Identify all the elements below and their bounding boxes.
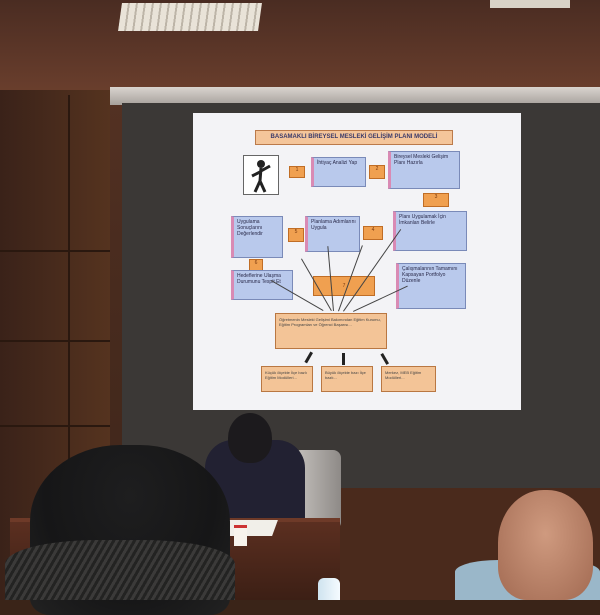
step-number-5: 5 [288, 228, 304, 242]
bottom-box-small-scale: Küçük ölçekte İlçe bazlı Eğitim Modüller… [261, 366, 313, 392]
step-portfolio: Çalışmalarının Tamamını Kapsayan Portfol… [396, 263, 466, 309]
step-number-4: 4 [363, 226, 383, 240]
presenter-figure-icon [243, 155, 279, 195]
ceiling [0, 0, 600, 95]
step-prepare-plan: Bireysel Mesleki Gelişim Planı Hazırla [388, 151, 460, 189]
step-number-2: 2 [369, 165, 385, 179]
down-arrow-icon [342, 353, 345, 365]
presenter-head [228, 413, 272, 463]
bottom-box-large-scale: Büyük ölçekte bazı İlçe bazlı... [321, 366, 373, 392]
slide-title: BASAMAKLI BİREYSEL MESLEKİ GELİŞİM PLANI… [255, 130, 453, 145]
ceiling-light-right [490, 0, 570, 8]
cup [234, 525, 247, 546]
water-bottle [318, 578, 340, 600]
step-apply-planning: Planlama Adımlarını Uygula [305, 216, 360, 252]
ceiling-light [118, 3, 262, 31]
wall-panel-line [0, 340, 110, 342]
audience-member-head [498, 490, 593, 600]
step-number-3: 3 [423, 193, 449, 207]
wall-panel-line [0, 250, 110, 252]
step-determine-resources: Planı Uygulamak İçin İmkanları Belirle [393, 211, 467, 251]
projected-slide: BASAMAKLI BİREYSEL MESLEKİ GELİŞİM PLANI… [193, 113, 521, 410]
wall-panel-line [68, 95, 70, 505]
step-number-1: 1 [289, 166, 305, 178]
down-arrow-icon [380, 353, 389, 365]
step-check-goals: Hedeflerine Ulaşma Durumunu Tespit Et [231, 270, 293, 300]
audience-member-coat [5, 540, 235, 600]
down-arrow-icon [304, 351, 313, 364]
step-evaluate-results: Uygulama Sonuçlarını Değerlendir [231, 216, 283, 258]
step-needs-analysis: İhtiyaç Analizi Yap [311, 157, 366, 187]
bottom-box-central: Merkez, MEB Eğitim Modülleri... [381, 366, 436, 392]
center-description-box: Öğretmenin Mesleki Gelişimi Bakımından E… [275, 313, 387, 349]
wall-panel-line [0, 425, 110, 427]
projector-screen-housing [110, 87, 600, 105]
